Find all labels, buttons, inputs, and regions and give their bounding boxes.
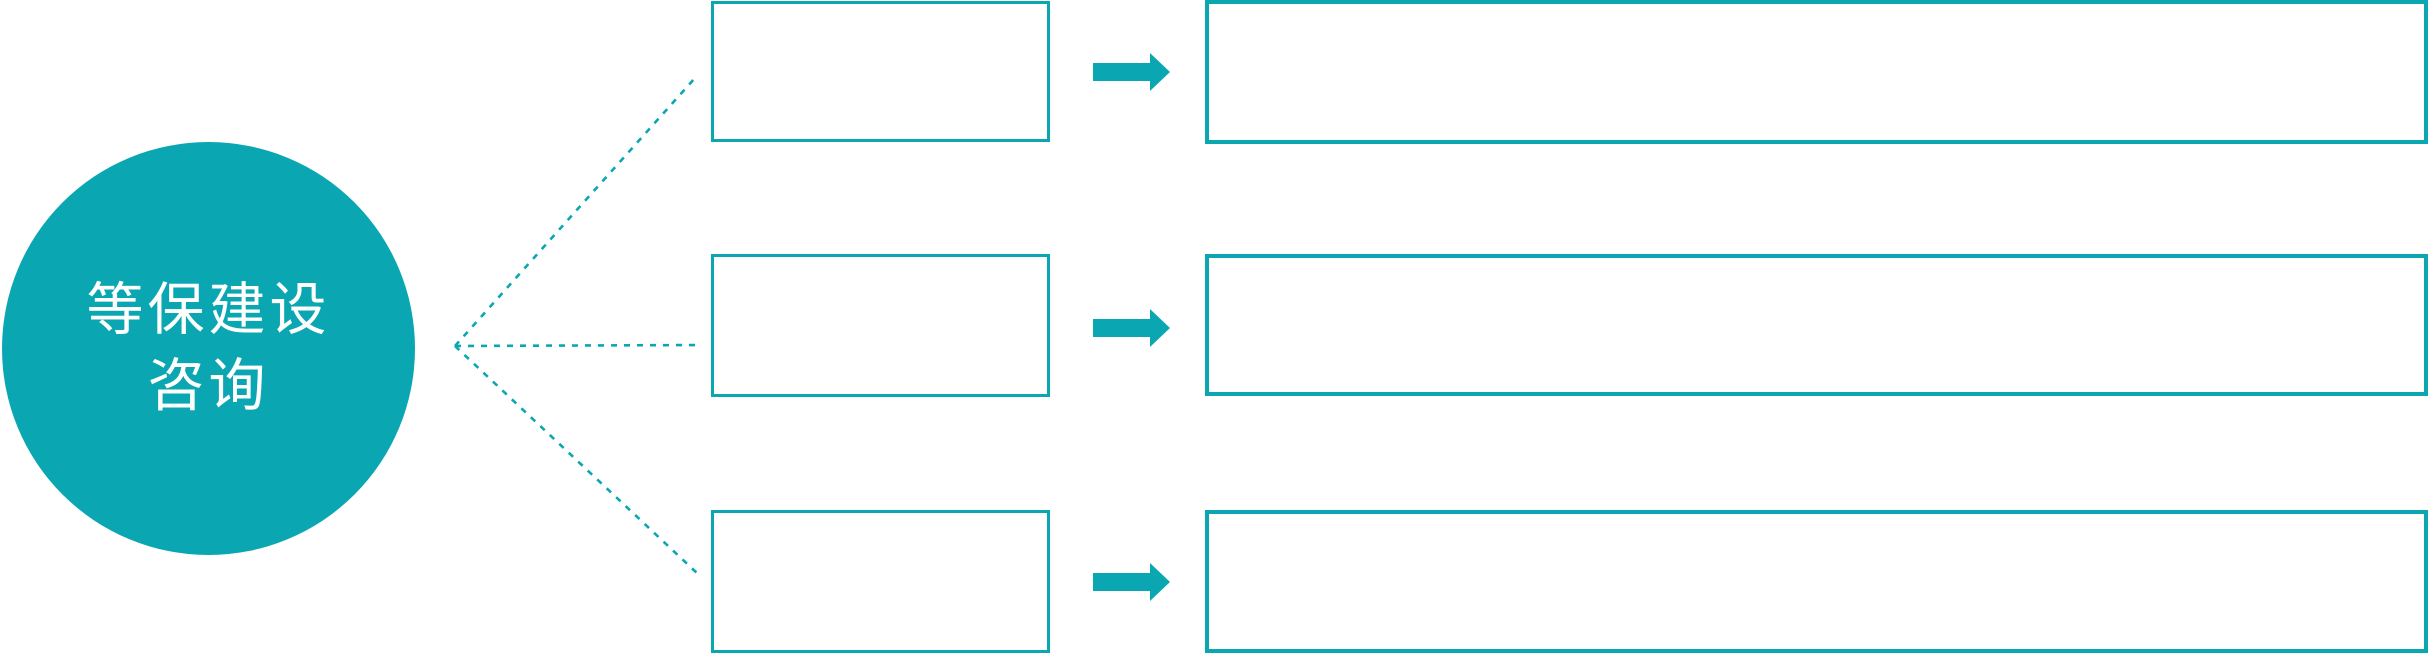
stage-box-1-label — [714, 4, 1047, 139]
right-arrow-icon-3 — [1093, 563, 1170, 601]
detail-box-1 — [1205, 0, 2428, 144]
stage-box-2 — [711, 254, 1050, 397]
stage-box-1 — [711, 1, 1050, 142]
detail-box-1-label — [1209, 4, 2424, 140]
topic-circle-label-line2: 咨询 — [147, 353, 270, 418]
right-arrow-icon-2 — [1093, 309, 1170, 347]
detail-box-3 — [1205, 510, 2428, 653]
stage-box-2-label — [714, 257, 1047, 394]
stage-box-3 — [711, 510, 1050, 653]
connector-line-top — [454, 77, 696, 347]
stage-box-3-label — [714, 513, 1047, 650]
detail-box-3-label — [1209, 514, 2424, 649]
detail-box-2-label — [1209, 258, 2424, 392]
connector-line-middle — [454, 343, 701, 348]
detail-box-2 — [1205, 254, 2428, 396]
connector-line-bottom — [454, 345, 699, 575]
topic-circle: 等保建设 咨询 — [2, 142, 415, 555]
topic-circle-label-line1: 等保建设 — [86, 278, 331, 343]
right-arrow-icon-1 — [1093, 53, 1170, 91]
